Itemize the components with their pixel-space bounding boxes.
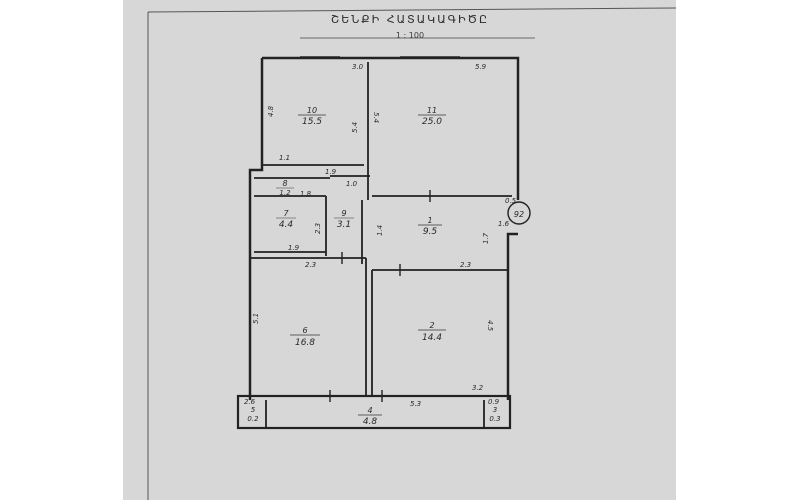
room-area-9: 3.1 [337, 220, 351, 230]
room-num-10: 10 [307, 106, 317, 115]
dim-11-left: 5.4 [372, 112, 380, 123]
dim-3: 0.9 [488, 398, 500, 406]
room-area-2: 14.4 [422, 333, 442, 343]
dim-c: 1.0 [346, 180, 358, 188]
room-area-4: 4.8 [363, 417, 378, 427]
dim-1-step: 0.5 [505, 197, 517, 205]
room-num-7: 7 [283, 209, 289, 218]
room-num-9: 9 [341, 209, 346, 218]
dim-5: 2.6 [244, 398, 256, 406]
room-area-11: 25.0 [422, 117, 442, 127]
room-area-5: 0.2 [247, 415, 259, 423]
dim-2-bottom: 3.2 [472, 384, 484, 392]
room-num-6: 6 [302, 326, 307, 335]
room-area-8: 1.2 [279, 189, 291, 197]
dim-6-left: 5.1 [252, 313, 260, 324]
room-num-4: 4 [367, 406, 372, 415]
page-title: ՇԵՆՔԻ ՀԱՏԱԿԱԳԻԾԸ [330, 13, 490, 26]
dimension-labels: 3.0 4.8 5.4 5.9 5.4 1.1 1.9 1.0 1.8 1.9 … [244, 63, 517, 408]
room-area-7: 4.4 [279, 220, 294, 230]
height-marker-circle [507, 201, 531, 225]
dim-10-top: 3.0 [352, 63, 364, 71]
dim-2-right: 4.5 [486, 320, 494, 332]
dim-4-top: 5.3 [410, 400, 421, 408]
dim-9-left: 2.3 [314, 223, 322, 234]
outer-walls [236, 56, 520, 430]
dim-1-right: 1.6 [498, 220, 510, 228]
dim-11-top: 5.9 [475, 63, 487, 71]
dim-9-right: 1.4 [376, 225, 384, 236]
dim-10-right: 5.4 [351, 122, 359, 133]
dim-b: 1.9 [325, 168, 337, 176]
room-area-6: 16.8 [295, 338, 315, 348]
room-num-2: 2 [429, 321, 434, 330]
opening-marks [290, 56, 460, 402]
frame-line-top [147, 7, 677, 13]
dim-1-left: 1.7 [482, 232, 490, 244]
room-num-11: 11 [427, 106, 437, 115]
dim-10-left: 4.8 [267, 105, 275, 117]
interior-walls [250, 62, 512, 428]
room-area-10: 15.5 [302, 117, 322, 127]
paper-sheet [123, 0, 676, 500]
dim-7-bottom: 1.9 [288, 244, 300, 252]
room-num-8: 8 [282, 179, 287, 188]
dim-2-top: 2.3 [460, 261, 471, 269]
room-area-3: 0.3 [489, 415, 500, 423]
room-area-1: 9.5 [423, 227, 438, 237]
room-num-5: 5 [251, 406, 256, 414]
room-num-3: 3 [493, 406, 497, 414]
scale-label: 1 : 100 [395, 31, 425, 40]
dim-6-top: 2.3 [305, 261, 316, 269]
dim-8: 1.8 [300, 190, 312, 198]
room-labels: 10 15.5 11 25.0 8 1.2 7 4.4 9 3.1 1 9.5 … [247, 106, 500, 427]
dim-a: 1.1 [279, 154, 290, 162]
room-num-1: 1 [427, 216, 432, 225]
height-marker-text: 92 [514, 210, 524, 219]
